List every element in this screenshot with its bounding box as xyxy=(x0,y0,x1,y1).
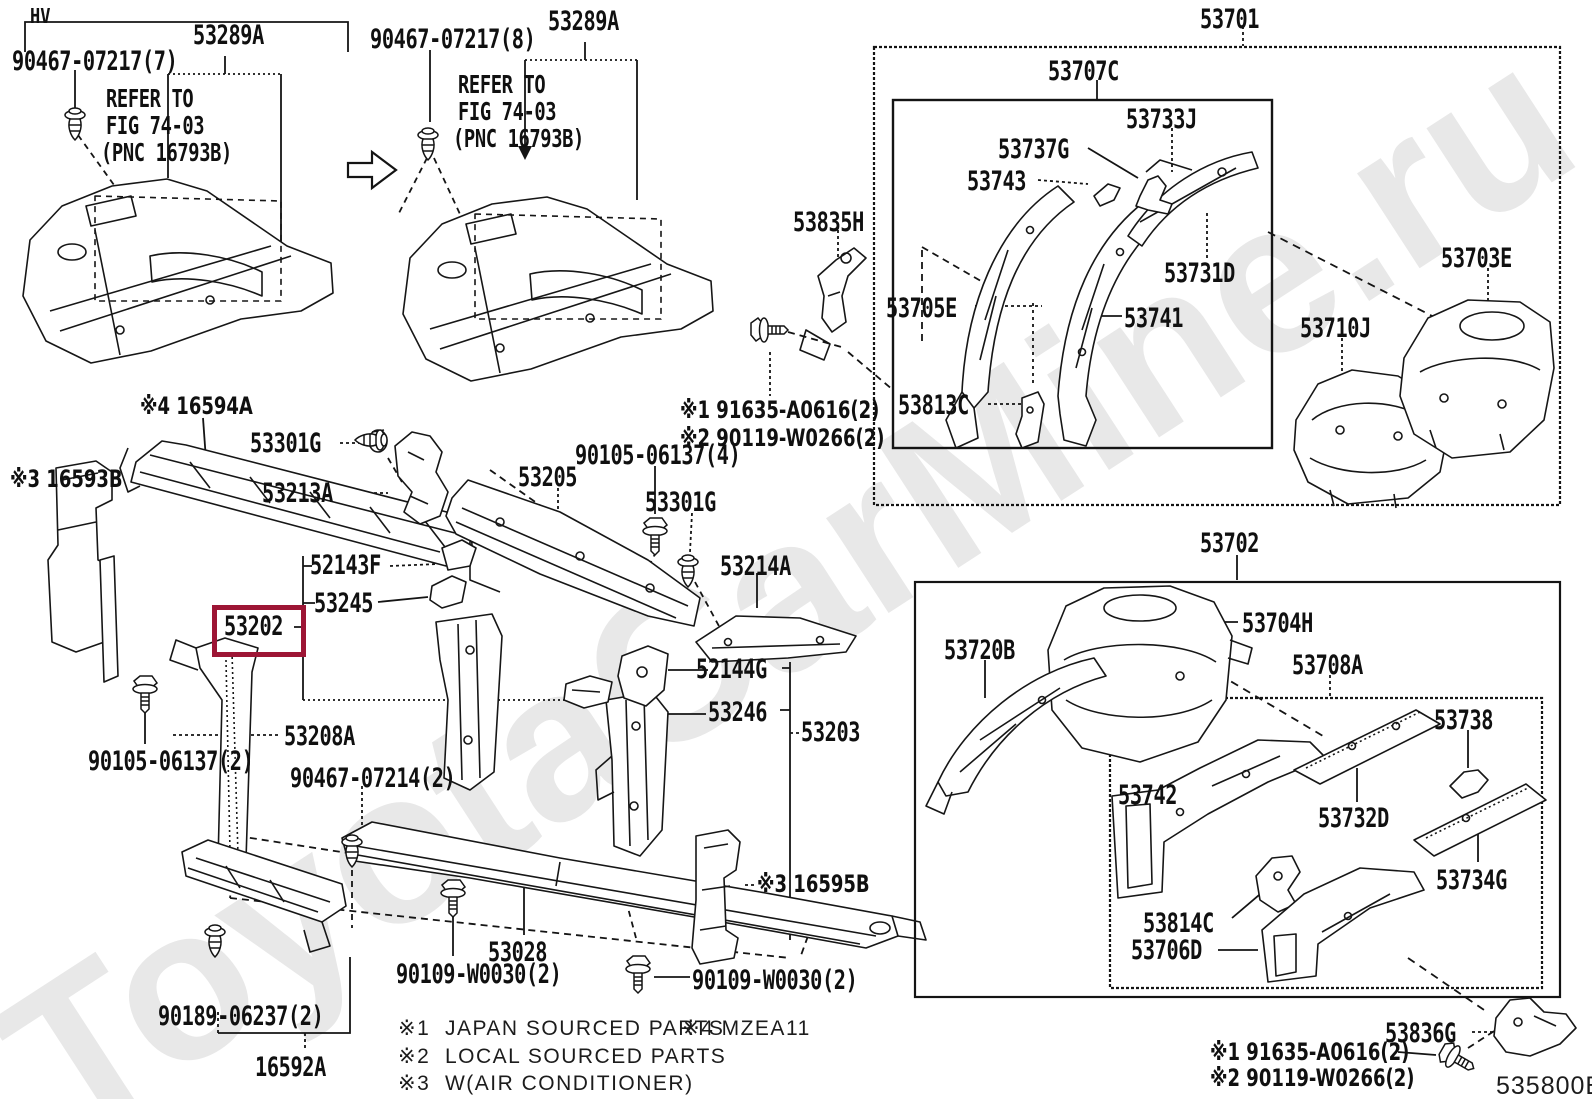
part-sketch-53705e xyxy=(945,185,1075,449)
part-label-53702: 53702 xyxy=(1200,528,1260,559)
part-label-referto: REFER TO xyxy=(458,70,546,99)
part-label-53704h: 53704H xyxy=(1242,608,1313,639)
part-sketch-52144g xyxy=(617,645,669,707)
part-sketch-53245 xyxy=(429,575,467,609)
part-sketch-53734g xyxy=(1413,783,1547,857)
part-label-pnc16793b: (PNC 16793B) xyxy=(453,124,584,153)
part-sketch-53731d xyxy=(1127,151,1259,247)
part-sketch-16593b xyxy=(47,460,119,683)
part-sketch-53289a-hv xyxy=(22,178,334,364)
part-label-hv: HV xyxy=(30,4,51,28)
part-label-90105061372: 90105-06137(2) xyxy=(88,746,254,777)
part-label-referto: REFER TO xyxy=(106,84,194,113)
highlight-box-53202 xyxy=(212,605,306,657)
part-label-535800b: 535800B xyxy=(1496,1072,1592,1099)
part-label-90189062372: 90189-06237(2) xyxy=(158,1001,324,1032)
part-sketch-53704h xyxy=(1047,585,1253,763)
part-sketch-53703e xyxy=(1399,299,1555,459)
part-sketch-52143f xyxy=(441,539,477,571)
part-label-53708a: 53708A xyxy=(1292,650,1363,681)
part-label-fig7403: FIG 74-03 xyxy=(458,97,557,126)
part-sketch-53720b xyxy=(925,657,1107,815)
part-label-53706d: 53706D xyxy=(1131,935,1202,966)
part-label-53701: 53701 xyxy=(1200,4,1260,35)
part-label-316595b: ※3 16595B xyxy=(757,870,870,898)
part-label-90467072177: 90467-07217(7) xyxy=(12,46,178,77)
part-sketch-53813c xyxy=(1015,391,1045,449)
part-label-53742: 53742 xyxy=(1118,780,1178,811)
part-sketch-53214a xyxy=(695,615,857,663)
part-label-53301g: 53301G xyxy=(645,487,716,518)
part-label-53289a: 53289A xyxy=(193,20,264,51)
part-label-53731d: 53731D xyxy=(1164,258,1235,289)
part-label-90109w00302: 90109-W0030(2) xyxy=(692,965,858,996)
part-label-16592a: 16592A xyxy=(255,1052,326,1083)
part-sketch-16595b xyxy=(691,829,741,965)
part-label-53202: 53202 xyxy=(224,611,284,642)
part-sketch-53814c xyxy=(1255,855,1301,913)
part-label-53733j: 53733J xyxy=(1126,104,1197,135)
part-label-4mzea11: ※4 MZEA11 xyxy=(682,1017,811,1040)
part-sketch-53737g xyxy=(1135,175,1173,215)
part-label-53737g: 53737G xyxy=(998,134,1069,165)
part-label-53743: 53743 xyxy=(967,166,1027,197)
part-label-53720b: 53720B xyxy=(944,635,1015,666)
part-label-52143f: 52143F xyxy=(310,550,381,581)
part-sketch-53743 xyxy=(1093,183,1121,207)
part-label-53813c: 53813C xyxy=(898,390,969,421)
part-label-191635a06162: ※1 91635-A0616(2) xyxy=(680,396,880,424)
part-label-53203: 53203 xyxy=(801,717,861,748)
part-label-53289a: 53289A xyxy=(548,6,619,37)
part-label-53814c: 53814C xyxy=(1143,908,1214,939)
part-label-53705e: 53705E xyxy=(886,293,957,324)
part-label-53836g: 53836G xyxy=(1385,1018,1456,1049)
part-label-290119w02662: ※2 90119-W0266(2) xyxy=(680,424,885,452)
part-label-53246: 53246 xyxy=(708,697,768,728)
part-label-90105061374: 90105-06137(4) xyxy=(575,440,741,471)
part-sketch-53289a xyxy=(402,196,714,382)
part-label-1japansourcedparts: ※1 JAPAN SOURCED PARTS xyxy=(398,1017,725,1040)
part-sketch-center-support-2 xyxy=(595,691,669,857)
part-label-316593b: ※3 16593B xyxy=(10,465,123,493)
part-label-52144g: 52144G xyxy=(696,654,767,685)
part-sketch-53732d xyxy=(1293,709,1441,785)
part-label-53703e: 53703E xyxy=(1441,243,1512,274)
direction-arrow xyxy=(346,149,398,191)
part-label-53741: 53741 xyxy=(1124,303,1184,334)
part-label-53208a: 53208A xyxy=(284,721,355,752)
part-sketch-53836g xyxy=(1493,997,1577,1057)
part-label-53214a: 53214A xyxy=(720,551,791,582)
part-label-290119w02662: ※2 90119-W0266(2) xyxy=(1210,1064,1415,1092)
part-label-53213a: 53213A xyxy=(262,478,333,509)
part-label-3wairconditioner: ※3 W(AIR CONDITIONER) xyxy=(398,1072,694,1095)
part-label-2localsourcedparts: ※2 LOCAL SOURCED PARTS xyxy=(398,1045,727,1068)
group-box-53702 xyxy=(913,580,1562,999)
part-label-53028: 53028 xyxy=(488,937,548,968)
part-label-pnc16793b: (PNC 16793B) xyxy=(101,138,232,167)
part-label-53707c: 53707C xyxy=(1048,56,1119,87)
part-sketch-16592a xyxy=(181,839,347,953)
part-label-416594a: ※4 16594A xyxy=(140,392,253,420)
part-label-53245: 53245 xyxy=(314,588,374,619)
part-sketch-53246 xyxy=(563,675,613,709)
part-label-53732d: 53732D xyxy=(1318,803,1389,834)
part-sketch-53835h xyxy=(799,247,867,361)
part-label-fig7403: FIG 74-03 xyxy=(106,111,205,140)
part-label-191635a06162: ※1 91635-A0616(2) xyxy=(1210,1038,1410,1066)
part-label-53835h: 53835H xyxy=(793,207,864,238)
part-label-53738: 53738 xyxy=(1434,705,1494,736)
part-label-53301g: 53301G xyxy=(250,428,321,459)
part-label-53734g: 53734G xyxy=(1436,865,1507,896)
part-sketch-53028 xyxy=(341,821,927,949)
part-sketch-center-support-1 xyxy=(435,613,503,791)
part-label-90467072178: 90467-07217(8) xyxy=(370,24,536,55)
part-sketch-53738 xyxy=(1449,769,1489,799)
part-label-53710j: 53710J xyxy=(1300,313,1371,344)
part-label-90467072142: 90467-07214(2) xyxy=(290,763,456,794)
part-label-90109w00302: 90109-W0030(2) xyxy=(396,959,562,990)
part-sketch-53706d xyxy=(1261,867,1425,983)
group-box-53701 xyxy=(872,45,1562,507)
part-label-53205: 53205 xyxy=(518,462,578,493)
